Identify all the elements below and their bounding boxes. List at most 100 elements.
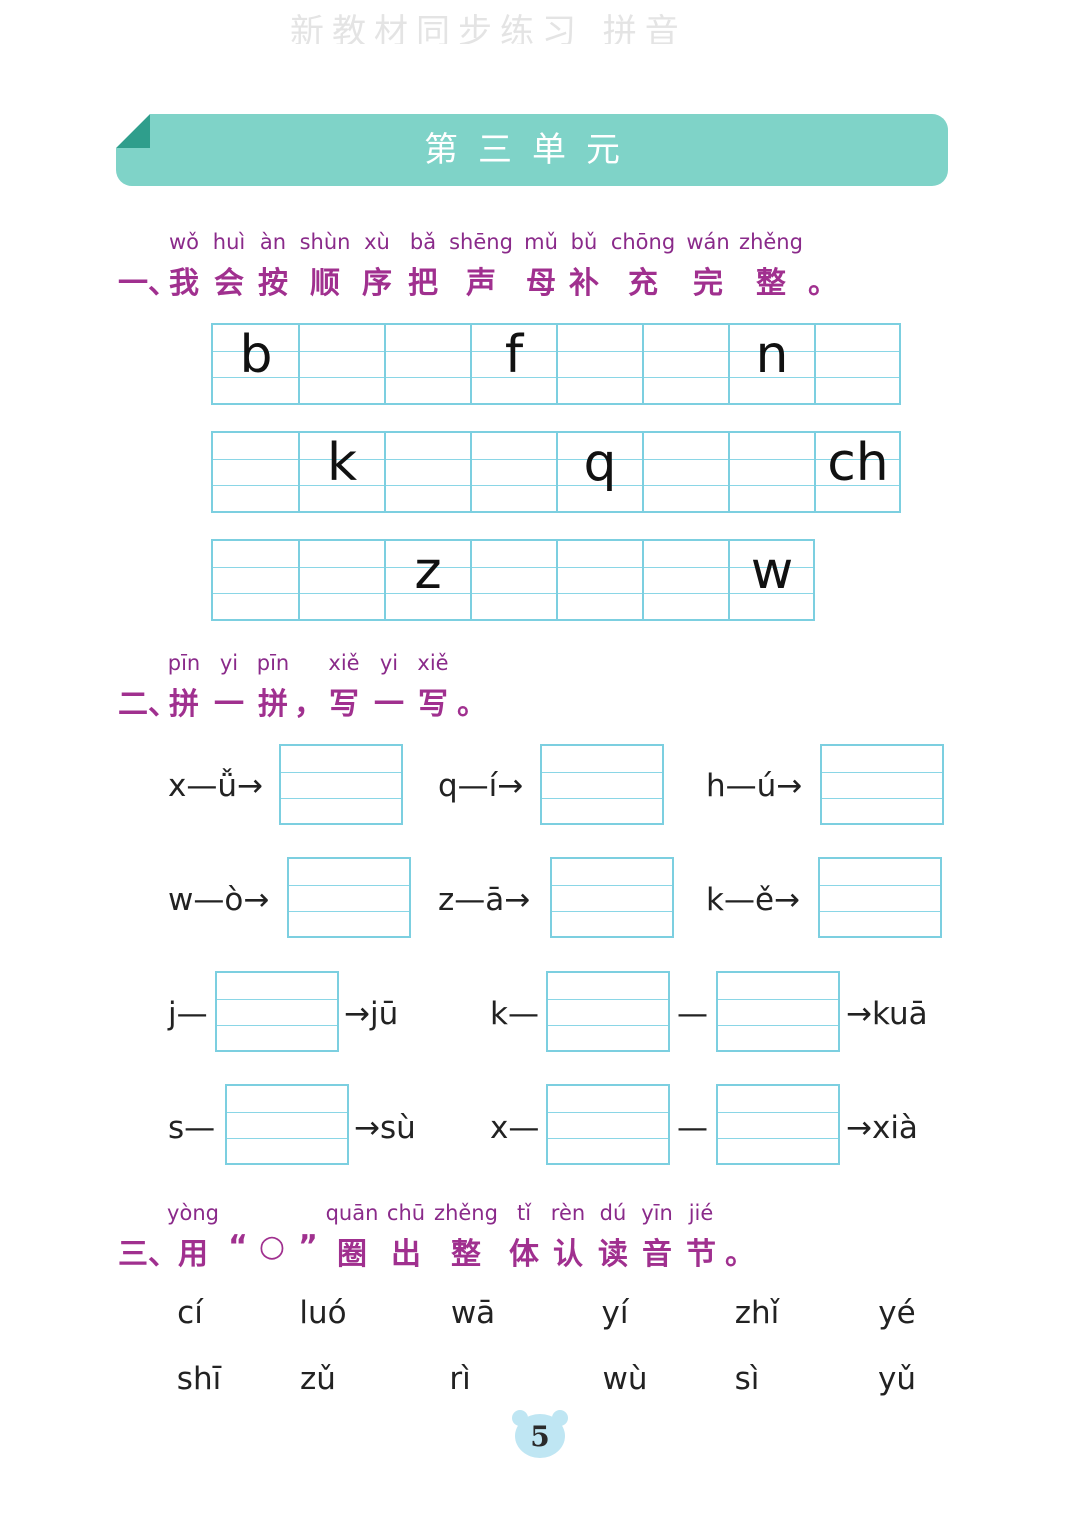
pinyin: bǎ	[409, 230, 437, 254]
spelling-expression: x—ǚ→	[168, 768, 263, 804]
unit-title: 第三单元	[424, 130, 640, 170]
hanzi: 用	[178, 1237, 208, 1272]
answer-box[interactable]	[546, 971, 670, 1052]
grid-cell[interactable]: n	[755, 325, 789, 385]
pinyin: dú	[599, 1201, 627, 1225]
answer-box[interactable]	[716, 971, 840, 1052]
initials-grid-row-2: k q ch	[211, 431, 901, 513]
page-number: 5	[530, 1420, 550, 1453]
hanzi: 序	[362, 266, 392, 301]
pinyin: pīn	[167, 651, 201, 675]
grid-cell[interactable]: q	[583, 433, 617, 493]
hanzi: 读	[598, 1237, 628, 1272]
syllable[interactable]: luó	[299, 1295, 347, 1331]
section-number: 三、	[118, 1237, 178, 1272]
hanzi: 节	[686, 1237, 716, 1272]
hanzi: 一	[374, 687, 404, 722]
answer-box[interactable]	[716, 1084, 840, 1165]
pinyin: mǔ	[524, 230, 558, 254]
answer-box[interactable]	[818, 857, 942, 938]
initials-grid-row-3: z w	[211, 539, 815, 621]
syllable[interactable]: zǔ	[300, 1361, 336, 1397]
spelling-expression: k—ě→	[706, 882, 800, 918]
spelling-result: →kuā	[846, 996, 928, 1032]
hanzi: 整	[451, 1237, 481, 1272]
syllable[interactable]: zhǐ	[734, 1295, 780, 1331]
answer-box[interactable]	[550, 857, 674, 938]
hanzi: 我	[169, 266, 199, 301]
grid-cell[interactable]: z	[414, 541, 442, 601]
grid-cell[interactable]: b	[239, 325, 273, 385]
pinyin: tǐ	[516, 1201, 532, 1225]
pinyin: rèn	[550, 1201, 586, 1225]
pinyin: chū	[386, 1201, 426, 1225]
syllable[interactable]: rì	[449, 1361, 471, 1397]
pinyin: jié	[688, 1201, 714, 1225]
hanzi: 认	[553, 1237, 583, 1272]
hanzi: 。	[457, 687, 487, 722]
pinyin: xiě	[417, 651, 449, 675]
grid-cell[interactable]: f	[504, 325, 524, 385]
answer-box[interactable]	[540, 744, 664, 825]
hanzi: 声	[466, 266, 496, 301]
pinyin: àn	[259, 230, 287, 254]
hanzi: ，	[294, 687, 324, 722]
answer-box[interactable]	[279, 744, 403, 825]
spelling-expression: z—ā→	[438, 882, 531, 918]
hanzi: 把	[408, 266, 438, 301]
answer-box[interactable]	[820, 744, 944, 825]
hanzi: ”	[298, 1229, 318, 1264]
spelling-expression: x—	[490, 1110, 540, 1146]
pinyin: pīn	[256, 651, 290, 675]
pinyin: zhěng	[434, 1201, 498, 1225]
syllable[interactable]: sì	[734, 1361, 760, 1397]
hanzi: 拼	[169, 687, 199, 722]
pinyin: yi	[219, 651, 239, 675]
pinyin: chōng	[610, 230, 676, 254]
pinyin: wǒ	[168, 230, 200, 254]
section-number: 一、	[118, 266, 178, 301]
hanzi: 出	[391, 1237, 421, 1272]
pinyin: xiě	[328, 651, 360, 675]
hanzi: 充	[628, 266, 658, 301]
pinyin: bǔ	[570, 230, 598, 254]
syllable[interactable]: cí	[177, 1295, 203, 1331]
initials-grid-row-1: b f n	[211, 323, 901, 405]
hanzi: 顺	[310, 266, 340, 301]
answer-box[interactable]	[225, 1084, 349, 1165]
spelling-dash: —	[677, 996, 708, 1032]
answer-box[interactable]	[287, 857, 411, 938]
hanzi: 拼	[258, 687, 288, 722]
pinyin: zhěng	[739, 230, 803, 254]
syllable[interactable]: wā	[450, 1295, 496, 1331]
hanzi: 。	[725, 1237, 755, 1272]
spelling-result: →jū	[344, 996, 399, 1032]
pinyin: xù	[364, 230, 390, 254]
hanzi: 写	[329, 687, 359, 722]
hanzi: 补	[569, 266, 599, 301]
grid-cell[interactable]: w	[750, 541, 794, 601]
syllable[interactable]: yé	[878, 1295, 916, 1331]
grid-cell[interactable]: ch	[827, 433, 889, 493]
answer-box[interactable]	[546, 1084, 670, 1165]
pinyin: yīn	[641, 1201, 673, 1225]
hanzi: 一	[214, 687, 244, 722]
hanzi: “	[228, 1229, 248, 1264]
hanzi: 会	[214, 266, 244, 301]
hanzi: 按	[258, 266, 288, 301]
syllable[interactable]: shī	[176, 1361, 222, 1397]
answer-box[interactable]	[215, 971, 339, 1052]
syllable[interactable]: wù	[602, 1361, 648, 1397]
hanzi: 母	[526, 266, 556, 301]
hanzi: 音	[642, 1237, 672, 1272]
grid-cell[interactable]: k	[326, 433, 358, 493]
spelling-expression: j—	[168, 996, 208, 1032]
spelling-result: →sù	[354, 1110, 416, 1146]
syllable[interactable]: yí	[601, 1295, 629, 1331]
spelling-expression: h—ú→	[706, 768, 803, 804]
hanzi: 圈	[337, 1237, 367, 1272]
hanzi: 。	[808, 266, 838, 301]
pinyin: shùn	[299, 230, 351, 254]
faded-book-title: 新教材同步练习 拼音	[290, 12, 687, 44]
syllable[interactable]: yǔ	[878, 1361, 916, 1397]
